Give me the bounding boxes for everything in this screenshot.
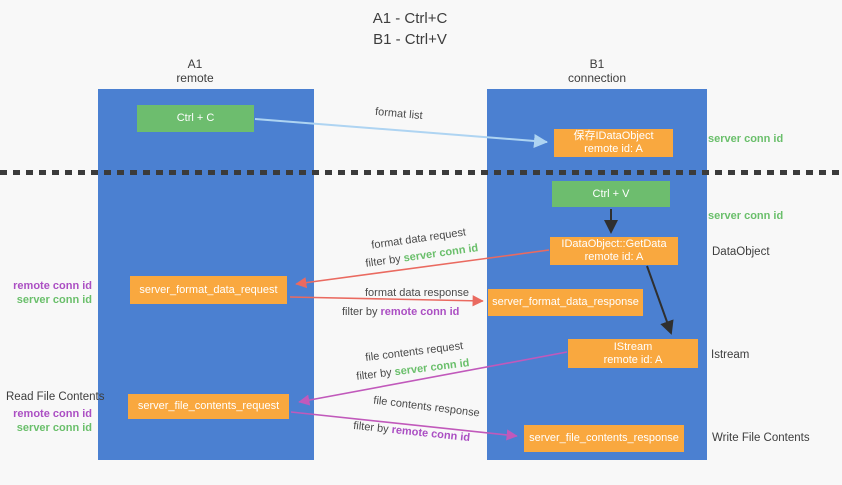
format-list-label: format list [374, 105, 424, 123]
lifeline-b1-role: connection [567, 71, 627, 85]
server-conn-id-annotation-mid: server conn id [708, 210, 784, 222]
getdata-title: IDataObject::GetData [561, 238, 667, 250]
remote-conn-id-text: remote conn id [380, 306, 460, 318]
remote-conn-id-annotation: remote conn id [13, 408, 92, 420]
server-format-data-request-node: server_format_data_request [130, 276, 287, 304]
filter-by-remote-conn-id-label-2: filter by remote conn id [353, 420, 471, 444]
server-file-contents-request-node: server_file_contents_request [128, 394, 289, 419]
server-conn-id-annotation: server conn id [16, 422, 92, 434]
remote-conn-id-text: remote conn id [390, 423, 471, 445]
diagram-title: A1 - Ctrl+C B1 - Ctrl+V [320, 8, 500, 50]
ctrl-c-label: Ctrl + C [176, 112, 215, 124]
server-file-contents-request-label: server_file_contents_request [137, 400, 280, 412]
left-conn-id-stack-top: remote conn id server conn id [0, 279, 92, 307]
save-idataobject-title: 保存IDataObject [573, 130, 654, 142]
save-idataobject-node: 保存IDataObject remote id: A [554, 129, 673, 157]
getdata-remote-id: remote id: A [584, 251, 644, 263]
lifeline-header-b1: B1 connection [532, 57, 662, 85]
server-format-data-response-label: server_format_data_response [492, 296, 639, 308]
server-conn-id-text: server conn id [393, 357, 471, 379]
server-file-contents-response-node: server_file_contents_response [524, 425, 684, 452]
lifeline-a1-name: A1 [187, 57, 203, 71]
lifeline-b1-name: B1 [589, 57, 605, 71]
istream-title: IStream [613, 340, 653, 353]
server-format-data-response-node: server_format_data_response [488, 289, 643, 316]
write-file-contents-annotation: Write File Contents [712, 432, 810, 444]
server-file-contents-response-label: server_file_contents_response [529, 432, 679, 444]
server-conn-id-annotation: server conn id [16, 294, 92, 306]
filter-by-text: filter by [364, 252, 405, 270]
remote-conn-id-annotation: remote conn id [13, 280, 92, 292]
filter-by-text: filter by [342, 306, 381, 318]
file-contents-response-label: file contents response [372, 394, 481, 420]
lifeline-header-a1: A1 remote [130, 57, 260, 85]
left-conn-id-stack-bottom: remote conn id server conn id [0, 407, 92, 435]
read-file-contents-annotation: Read File Contents [6, 391, 105, 403]
format-data-response-label: format data response [365, 287, 469, 299]
getdata-node: IDataObject::GetData remote id: A [550, 237, 678, 265]
title-line-1: A1 - Ctrl+C [372, 10, 448, 27]
save-idataobject-remote-id: remote id: A [584, 143, 643, 155]
server-conn-id-annotation-top: server conn id [708, 133, 784, 145]
phase-divider-dotted-line [0, 170, 842, 175]
filter-by-text: filter by [355, 366, 396, 383]
server-format-data-request-label: server_format_data_request [139, 283, 278, 296]
dataobject-annotation: DataObject [712, 246, 770, 258]
ctrl-v-node: Ctrl + V [552, 181, 670, 207]
title-line-2: B1 - Ctrl+V [373, 31, 447, 48]
filter-by-remote-conn-id-label-1: filter by remote conn id [342, 306, 459, 318]
istream-remote-id: remote id: A [603, 353, 663, 366]
lifeline-a1-role: remote [176, 71, 214, 85]
filter-by-text: filter by [352, 419, 393, 436]
istream-annotation: Istream [711, 349, 750, 361]
ctrl-c-node: Ctrl + C [137, 105, 254, 132]
istream-node: IStream remote id: A [568, 339, 698, 368]
ctrl-v-label: Ctrl + V [592, 187, 630, 200]
